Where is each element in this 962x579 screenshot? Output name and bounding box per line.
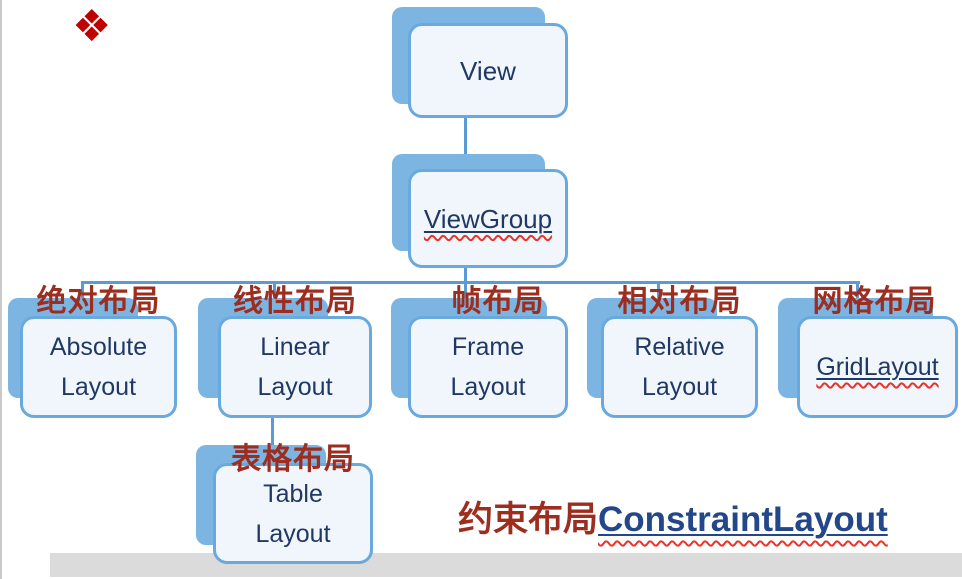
node-text-line: ViewGroup <box>423 203 553 234</box>
zh-label-frame: 帧布局 <box>451 284 545 319</box>
connector-drop-grid <box>856 282 859 304</box>
connector-drop-relative <box>657 282 660 304</box>
slide-left-edge <box>0 0 2 579</box>
node-view: View <box>408 23 568 118</box>
node-text-line: Layout <box>450 373 526 401</box>
node-text-line: Linear <box>260 333 330 361</box>
bottom-gray-bar <box>50 553 962 577</box>
connector-linear-table <box>271 414 274 470</box>
connector-horizontal <box>81 281 860 284</box>
node-text-line: Frame <box>451 333 525 361</box>
node-linear-layout: Linear Layout <box>218 316 372 418</box>
connector-view-viewgroup <box>464 116 467 160</box>
constraint-caption-zh: 约束布局 <box>458 499 599 540</box>
node-text-line: Layout <box>255 519 331 548</box>
constraint-caption-en: ConstraintLayout <box>598 500 888 539</box>
diamond-bullet-icon: ❖ <box>72 1 112 52</box>
zh-label-relative: 相对布局 <box>617 284 742 319</box>
node-text-line: GridLayout <box>816 353 939 381</box>
node-text-line: View <box>460 55 516 86</box>
connector-drop-frame <box>464 282 467 304</box>
connector-drop-linear <box>273 282 276 304</box>
node-text-line: Layout <box>641 373 718 401</box>
connector-viewgroup-down <box>464 265 467 283</box>
node-frame-layout: Frame Layout <box>408 316 568 418</box>
node-grid-layout: GridLayout <box>797 316 958 418</box>
node-text-line: Layout <box>257 373 333 401</box>
zh-label-table: 表格布局 <box>231 442 355 477</box>
constraint-layout-caption: 约束布局ConstraintLayout <box>458 498 888 542</box>
node-table-layout: Table Layout <box>213 463 373 564</box>
connector-drop-absolute <box>81 282 84 304</box>
node-viewgroup: ViewGroup <box>408 169 568 268</box>
node-absolute-layout: Absolute Layout <box>20 316 177 418</box>
node-text-line: Layout <box>60 373 137 401</box>
zh-label-linear: 线性布局 <box>233 284 357 319</box>
node-text-line: Relative <box>634 333 725 361</box>
node-text-line: Table <box>263 479 323 508</box>
node-relative-layout: Relative Layout <box>601 316 758 418</box>
node-text-line: Absolute <box>49 333 148 361</box>
zh-label-grid: 网格布局 <box>812 284 937 319</box>
zh-label-absolute: 绝对布局 <box>36 284 161 319</box>
